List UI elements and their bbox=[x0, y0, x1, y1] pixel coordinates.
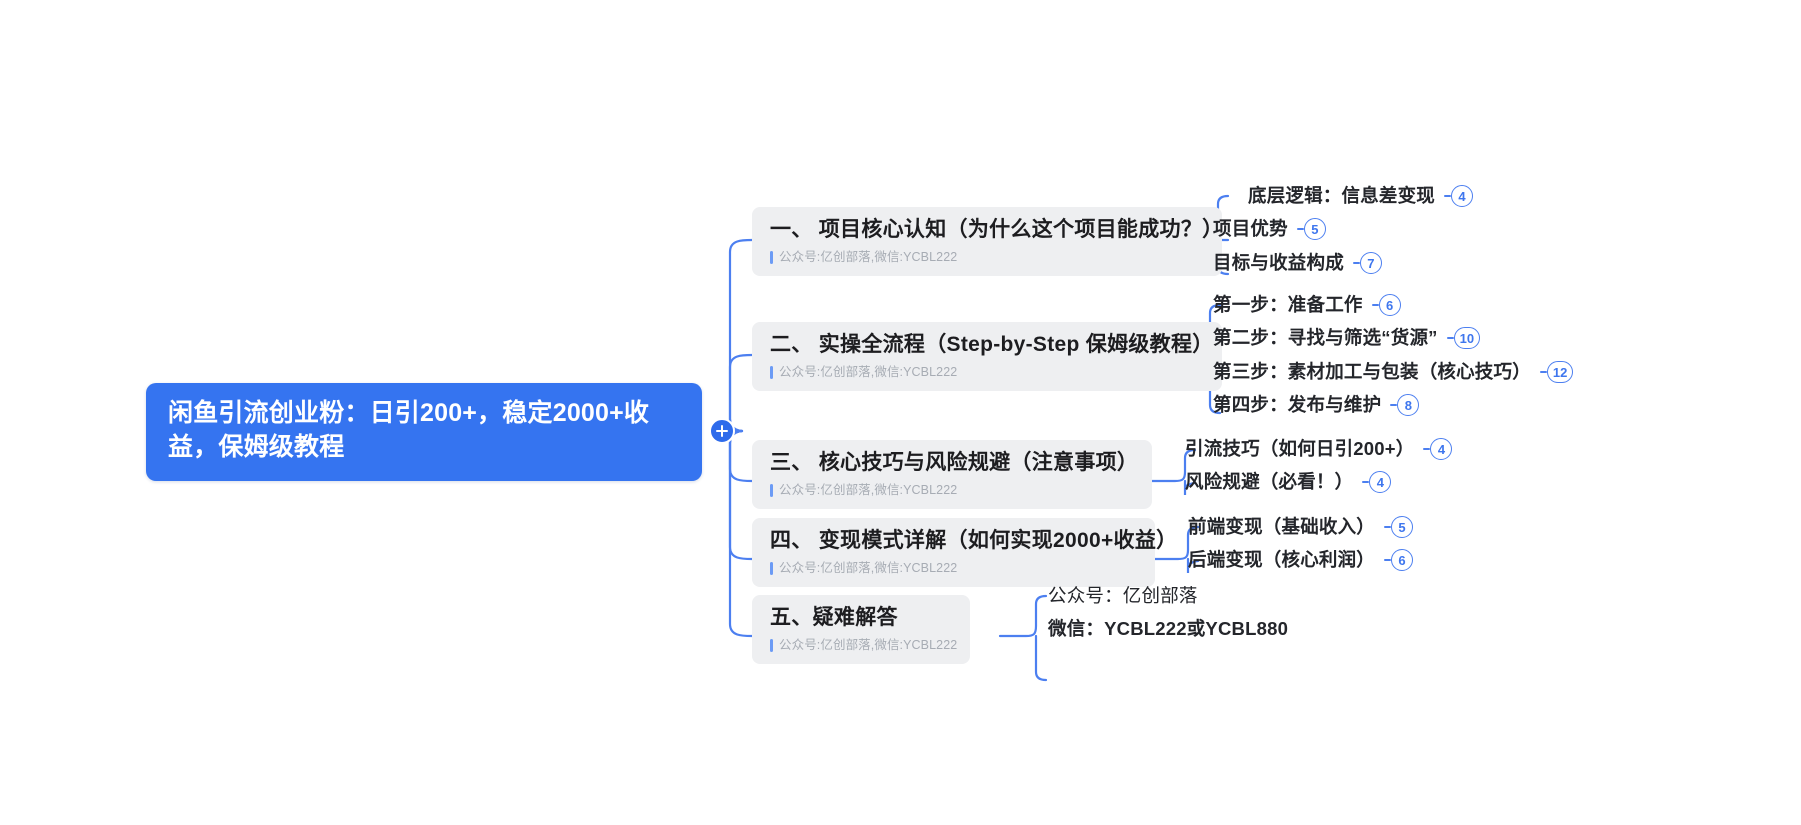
child-count-badge: 6 bbox=[1378, 294, 1401, 317]
leaf-node-2-4[interactable]: 第四步：发布与维护 8 bbox=[1213, 394, 1420, 417]
badge-stub-icon bbox=[1423, 448, 1431, 451]
badge-stub-icon bbox=[1384, 559, 1392, 562]
count-badge-wrap[interactable]: 4 bbox=[1423, 438, 1453, 461]
child-count-badge: 8 bbox=[1397, 394, 1420, 417]
branch-subtitle-4: 公众号:亿创部落,微信:YCBL222 bbox=[770, 561, 1137, 576]
child-count-badge: 5 bbox=[1303, 218, 1326, 241]
branch-title-3: 三、 核心技巧与风险规避（注意事项） bbox=[770, 451, 1139, 474]
branch-title-5: 五、疑难解答 bbox=[770, 606, 898, 629]
leaf-label: 第四步：发布与维护 bbox=[1213, 394, 1382, 415]
count-badge-wrap[interactable]: 6 bbox=[1371, 294, 1401, 317]
leaf-node-4-2[interactable]: 后端变现（核心利润） 6 bbox=[1188, 549, 1414, 572]
leaf-label: 前端变现（基础收入） bbox=[1188, 516, 1376, 537]
leaf-node-5-1[interactable]: 公众号：亿创部落 bbox=[1048, 585, 1198, 607]
leaf-label: 底层逻辑：信息差变现 bbox=[1248, 185, 1436, 206]
leaf-label: 目标与收益构成 bbox=[1213, 252, 1344, 273]
leaf-node-1-2[interactable]: 项目优势 5 bbox=[1213, 218, 1326, 241]
leaf-node-3-1[interactable]: 引流技巧（如何日引200+） 4 bbox=[1185, 438, 1453, 461]
child-count-badge: 4 bbox=[1430, 438, 1453, 461]
leaf-node-1-1[interactable]: 底层逻辑：信息差变现 4 bbox=[1248, 185, 1474, 208]
leaf-node-4-1[interactable]: 前端变现（基础收入） 5 bbox=[1188, 516, 1414, 539]
child-count-badge: 5 bbox=[1391, 516, 1414, 539]
badge-stub-icon bbox=[1384, 526, 1392, 529]
count-badge-wrap[interactable]: 7 bbox=[1352, 252, 1382, 275]
branch-subtitle-5: 公众号:亿创部落,微信:YCBL222 bbox=[770, 638, 957, 653]
badge-stub-icon bbox=[1539, 371, 1547, 374]
badge-stub-icon bbox=[1390, 404, 1398, 407]
plus-icon-expander[interactable] bbox=[709, 418, 735, 444]
branch-node-2[interactable]: 二、 实操全流程（Step-by-Step 保姆级教程） 公众号:亿创部落,微信… bbox=[752, 322, 1222, 392]
badge-stub-icon bbox=[1446, 337, 1454, 340]
branch-node-4[interactable]: 四、 变现模式详解（如何实现2000+收益） 公众号:亿创部落,微信:YCBL2… bbox=[752, 518, 1178, 588]
count-badge-wrap[interactable]: 12 bbox=[1539, 361, 1574, 384]
count-badge-wrap[interactable]: 10 bbox=[1446, 327, 1481, 350]
leaf-label: 项目优势 bbox=[1213, 218, 1288, 239]
child-count-badge: 4 bbox=[1451, 185, 1474, 208]
branch-subtitle-2: 公众号:亿创部落,微信:YCBL222 bbox=[770, 365, 1204, 380]
leaf-node-3-2[interactable]: 风险规避（必看！） 4 bbox=[1185, 471, 1392, 494]
badge-stub-icon bbox=[1444, 195, 1452, 198]
branch-title-4: 四、 变现模式详解（如何实现2000+收益） bbox=[770, 529, 1178, 552]
child-count-badge: 7 bbox=[1359, 252, 1382, 275]
badge-stub-icon bbox=[1352, 262, 1360, 265]
child-count-badge: 10 bbox=[1453, 327, 1481, 350]
count-badge-wrap[interactable]: 4 bbox=[1444, 185, 1474, 208]
branch-subtitle-3: 公众号:亿创部落,微信:YCBL222 bbox=[770, 483, 1134, 498]
leaf-label: 第一步：准备工作 bbox=[1213, 294, 1363, 315]
branch-title-1: 一、 项目核心认知（为什么这个项目能成功？） bbox=[770, 218, 1224, 241]
branch-node-3[interactable]: 三、 核心技巧与风险规避（注意事项） 公众号:亿创部落,微信:YCBL222 bbox=[752, 440, 1152, 510]
child-count-badge: 4 bbox=[1369, 471, 1392, 494]
leaf-node-5-2[interactable]: 微信：YCBL222或YCBL880 bbox=[1048, 618, 1288, 640]
child-count-badge: 12 bbox=[1546, 361, 1574, 384]
branch-title-2: 二、 实操全流程（Step-by-Step 保姆级教程） bbox=[770, 333, 1214, 356]
leaf-node-2-2[interactable]: 第二步：寻找与筛选“货源” 10 bbox=[1213, 327, 1481, 350]
leaf-label: 风险规避（必看！） bbox=[1185, 471, 1354, 492]
count-badge-wrap[interactable]: 8 bbox=[1390, 394, 1420, 417]
leaf-label: 引流技巧（如何日引200+） bbox=[1185, 438, 1415, 459]
badge-stub-icon bbox=[1296, 228, 1304, 231]
leaf-label: 第三步：素材加工与包装（核心技巧） bbox=[1213, 361, 1531, 382]
count-badge-wrap[interactable]: 6 bbox=[1384, 549, 1414, 572]
leaf-label: 微信：YCBL222或YCBL880 bbox=[1048, 618, 1289, 639]
count-badge-wrap[interactable]: 4 bbox=[1362, 471, 1392, 494]
badge-stub-icon bbox=[1371, 304, 1379, 307]
leaf-node-2-1[interactable]: 第一步：准备工作 6 bbox=[1213, 294, 1401, 317]
badge-stub-icon bbox=[1362, 481, 1370, 484]
leaf-label: 后端变现（核心利润） bbox=[1188, 549, 1376, 570]
leaf-node-2-3[interactable]: 第三步：素材加工与包装（核心技巧） 12 bbox=[1213, 361, 1574, 384]
root-node[interactable]: 闲鱼引流创业粉：日引200+，稳定2000+收益，保姆级教程 bbox=[146, 383, 702, 481]
count-badge-wrap[interactable]: 5 bbox=[1384, 516, 1414, 539]
branch-subtitle-1: 公众号:亿创部落,微信:YCBL222 bbox=[770, 250, 1204, 265]
leaf-node-1-3[interactable]: 目标与收益构成 7 bbox=[1213, 252, 1382, 275]
branch-node-1[interactable]: 一、 项目核心认知（为什么这个项目能成功？） 公众号:亿创部落,微信:YCBL2… bbox=[752, 207, 1224, 277]
child-count-badge: 6 bbox=[1391, 549, 1414, 572]
branch-node-5[interactable]: 五、疑难解答 公众号:亿创部落,微信:YCBL222 bbox=[752, 595, 970, 665]
leaf-label: 第二步：寻找与筛选“货源” bbox=[1213, 327, 1438, 348]
count-badge-wrap[interactable]: 5 bbox=[1296, 218, 1326, 241]
leaf-label: 公众号：亿创部落 bbox=[1048, 585, 1198, 606]
